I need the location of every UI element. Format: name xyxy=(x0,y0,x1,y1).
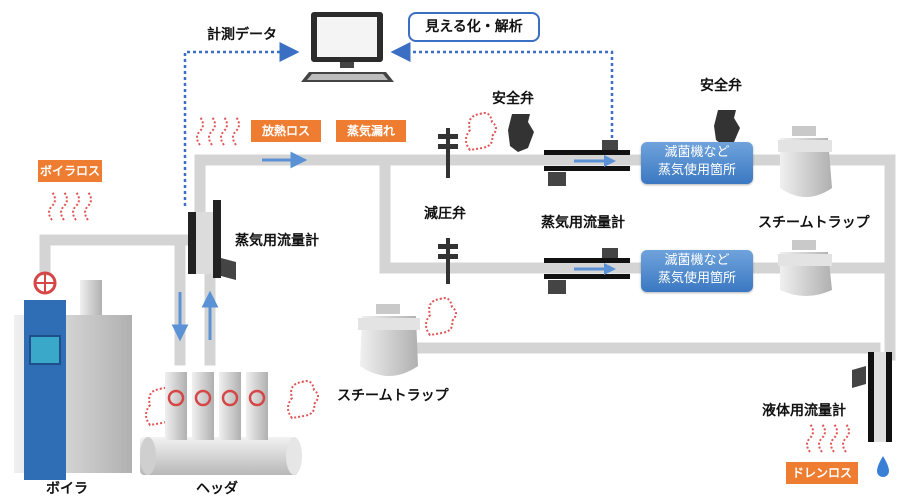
steam-trap-icons xyxy=(358,126,832,376)
steam-flowmeter-label: 蒸気用流量計 xyxy=(235,233,319,249)
flow-arrows xyxy=(171,151,308,342)
steam-flowmeter-label: 蒸気用流量計 xyxy=(541,215,625,231)
steam-trap-label: スチームトラップ xyxy=(337,388,449,404)
drain-loss-tag: ドレンロス xyxy=(786,462,858,484)
header-label: ヘッダ xyxy=(196,481,238,497)
steam-leak-tag: 蒸気漏れ xyxy=(336,120,406,142)
pressure-reducing-valves xyxy=(438,128,458,284)
boiler-loss-tag: ボイラロス xyxy=(38,160,102,182)
heat-loss-icons xyxy=(48,116,850,453)
steam-use-device: 滅菌機など 蒸気使用箇所 xyxy=(641,250,753,292)
computer-icon xyxy=(301,12,394,82)
liquid-flowmeter-label: 液体用流量計 xyxy=(762,403,846,419)
steam-use-device: 滅菌機など 蒸気使用箇所 xyxy=(641,142,753,184)
steam-trap-label: スチームトラップ xyxy=(758,215,870,231)
pipes xyxy=(39,154,896,366)
device-label: 滅菌機など 蒸気使用箇所 xyxy=(657,145,736,178)
header-icon xyxy=(140,372,302,475)
boiler-icon xyxy=(14,271,132,480)
measurement-data-label: 計測データ xyxy=(207,27,277,43)
steam-flowmeter-mid-icons xyxy=(544,140,630,294)
safety-valves xyxy=(508,110,740,152)
safety-valve-label: 安全弁 xyxy=(700,78,742,94)
safety-valve-label: 安全弁 xyxy=(492,91,534,107)
visualization-callout: 見える化・解析 xyxy=(408,12,540,42)
pressure-reducing-valve-label: 減圧弁 xyxy=(424,206,466,222)
heat-loss-tag: 放熱ロス xyxy=(251,120,321,142)
boiler-label: ボイラ xyxy=(46,481,88,497)
data-lines xyxy=(183,42,614,206)
device-label: 滅菌機など 蒸気使用箇所 xyxy=(657,253,736,286)
steam-flowmeter-left xyxy=(188,200,236,280)
liquid-flowmeter-icon xyxy=(852,352,892,477)
